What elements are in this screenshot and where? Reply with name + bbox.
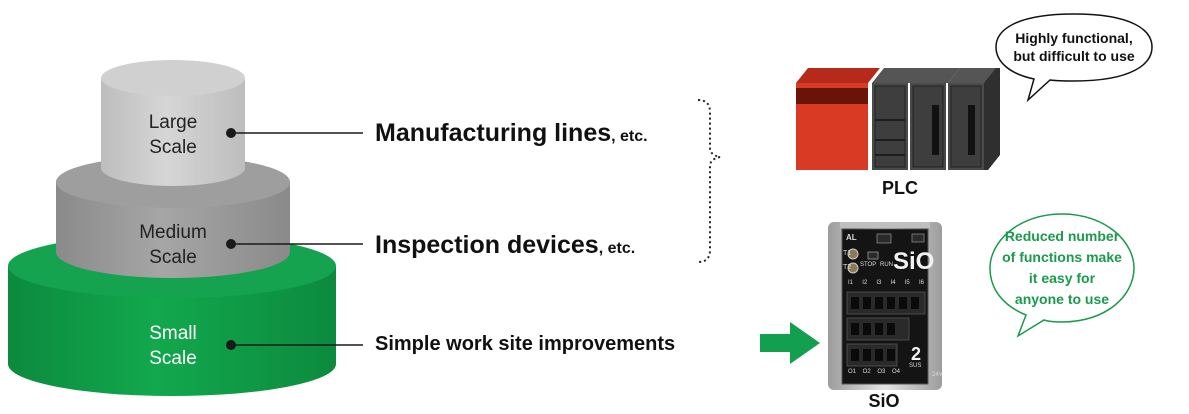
large-scale-tier — [101, 60, 245, 186]
large-scale-line2: Scale — [149, 137, 197, 158]
large-scale-label: Large Scale — [123, 110, 223, 160]
sio-output-o3: O3 — [877, 369, 886, 375]
inspection-devices-text: Inspection devices — [375, 231, 599, 259]
medium-scale-line2: Scale — [149, 247, 197, 268]
sio-output-o4: O4 — [891, 369, 900, 375]
manufacturing-lines-suffix: , etc. — [611, 128, 648, 145]
grouping-brace — [697, 99, 721, 263]
sio-brand-text: SiO — [893, 248, 935, 275]
small-scale-line1: Small — [149, 323, 197, 344]
plc-image — [796, 68, 1000, 170]
sio-run-label: RUN — [880, 262, 893, 268]
sio-bubble-text: Reduced number of functions make it easy… — [996, 226, 1128, 310]
connector-medium — [226, 239, 363, 249]
sio-t2-label: T2 — [843, 264, 852, 271]
inspection-devices-suffix: , etc. — [598, 240, 636, 257]
sio-speech-bubble — [989, 213, 1135, 338]
simple-improvements-label: Simple work site improvements — [375, 333, 676, 355]
sio-bubble-line1: Reduced number — [1004, 228, 1120, 244]
plc-caption: PLC — [882, 178, 918, 198]
sio-output-labels: O1 O2 O3 O4 — [848, 369, 900, 375]
manufacturing-lines-label: Manufacturing lines, etc. — [375, 119, 648, 148]
sio-model-number: 2 — [911, 344, 922, 364]
medium-scale-label: Medium Scale — [121, 220, 225, 270]
large-scale-line1: Large — [148, 112, 198, 133]
connector-large — [226, 128, 363, 138]
plc-bubble-line2: but difficult to use — [1013, 48, 1135, 64]
sio-bubble-line3: it easy for — [1028, 270, 1096, 286]
plc-speech-bubble — [995, 13, 1153, 103]
sio-input-i5: I5 — [904, 280, 910, 286]
connector-small — [226, 340, 363, 350]
sio-stop-label: STOP — [860, 262, 877, 268]
sio-output-o1: O1 — [848, 369, 857, 375]
sio-input-i2: I2 — [862, 280, 868, 286]
sio-al-label: AL — [846, 233, 857, 242]
sio-model-sub: SUS — [909, 363, 922, 369]
sio-bubble-line4: anyone to use — [1014, 291, 1110, 307]
plc-bubble-text: Highly functional, but difficult to use — [1002, 29, 1146, 65]
sio-device-image — [828, 222, 942, 390]
sio-output-o2: O2 — [862, 369, 871, 375]
inspection-devices-label: Inspection devices, etc. — [375, 231, 635, 260]
small-scale-label: Small Scale — [121, 321, 225, 371]
medium-scale-line1: Medium — [139, 222, 207, 243]
plc-bubble-line1: Highly functional, — [1015, 30, 1133, 46]
sio-caption: SiO — [868, 391, 900, 411]
sio-input-i6: I6 — [918, 280, 924, 286]
sio-input-labels: I1 I2 I3 I4 I5 I6 — [848, 280, 924, 286]
sio-input-i1: I1 — [848, 280, 854, 286]
sio-input-i3: I3 — [876, 280, 882, 286]
small-scale-line2: Scale — [149, 348, 197, 369]
sio-input-i4: I4 — [890, 280, 896, 286]
manufacturing-lines-text: Manufacturing lines — [375, 119, 612, 147]
sio-bubble-line2: of functions make — [1002, 249, 1122, 265]
sio-power-label: 24V — [932, 372, 943, 378]
sio-t1-label: T1 — [843, 250, 852, 257]
arrow-icon — [760, 322, 820, 364]
